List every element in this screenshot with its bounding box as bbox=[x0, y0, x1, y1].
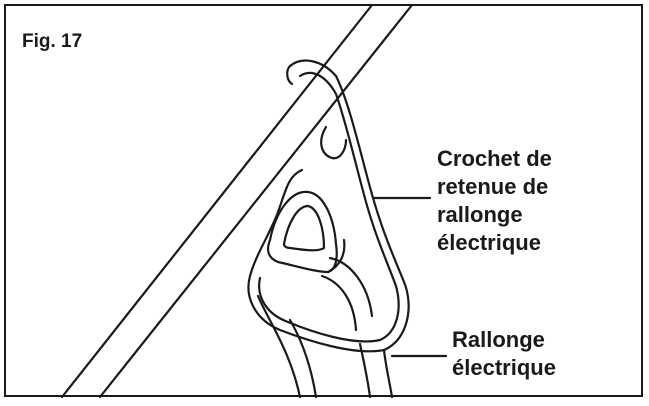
hook-callout-line-1: Crochet de bbox=[437, 146, 552, 171]
cord-callout-line-2: électrique bbox=[452, 355, 556, 380]
hook-back-lobe bbox=[320, 125, 348, 160]
hook-callout-line-2: retenue de bbox=[437, 174, 549, 199]
cord-loop-thickness bbox=[326, 238, 346, 274]
hook-top-loop bbox=[286, 64, 294, 86]
cord-callout-label: Rallonge électrique bbox=[452, 326, 556, 382]
hook-callout-label: Crochet de retenue de rallonge électriqu… bbox=[437, 145, 552, 257]
cord-loop-inner bbox=[282, 204, 326, 252]
cord-strand-left-outer bbox=[256, 294, 302, 399]
cord-callout-line-1: Rallonge bbox=[452, 327, 545, 352]
cord-strand-left-inner bbox=[288, 318, 318, 399]
handle-tube-edge-left bbox=[60, 3, 374, 399]
cord-loop-outer bbox=[267, 190, 338, 274]
hook-callout-line-3: rallonge bbox=[437, 202, 523, 227]
handle-tube-edge-right bbox=[98, 3, 414, 399]
cord-fold-curve-2 bbox=[320, 274, 358, 332]
cord-fold-curve bbox=[328, 256, 374, 318]
hook-callout-line-4: électrique bbox=[437, 230, 541, 255]
hook-outer-outline bbox=[247, 59, 410, 353]
figure-title: Fig. 17 bbox=[22, 31, 83, 52]
cord-strand-right-outer bbox=[382, 348, 394, 399]
cord-strand-right-inner bbox=[358, 342, 372, 399]
